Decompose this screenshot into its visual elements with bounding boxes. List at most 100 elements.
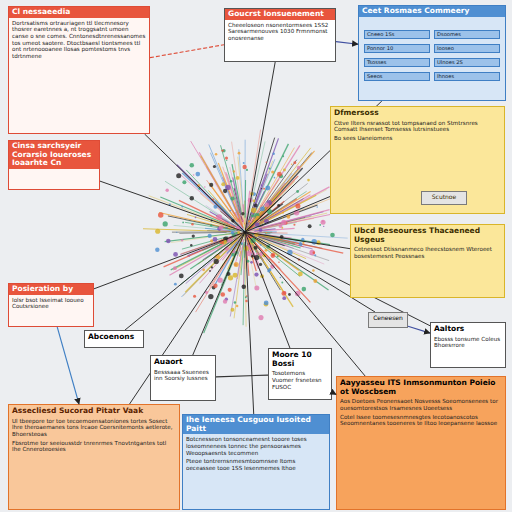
burst-dot [257, 205, 258, 206]
burst-dot [316, 206, 317, 207]
burst-stroke [204, 250, 238, 333]
burst-dot [204, 259, 205, 260]
burst-dot [302, 242, 304, 244]
box-heading: Moore 10 Bossi [272, 351, 328, 368]
table-cell: Dsoomes [434, 30, 500, 39]
burst-dot [191, 223, 193, 225]
box-body: Aos Doetoes Peonensaoet Nosvesss Soeomon… [340, 398, 502, 411]
burst-dot [288, 293, 291, 296]
burst-dot [311, 239, 317, 245]
burst-dot [215, 153, 218, 156]
burst-dot [309, 250, 315, 256]
burst-dot [217, 277, 222, 282]
burst-stroke [232, 164, 242, 214]
burst-dot [283, 169, 286, 172]
burst-dot [158, 212, 163, 217]
info-box: Assecliesd Sucorad Pitatr VaakUl tbeepor… [8, 404, 180, 510]
burst-stroke [265, 233, 270, 234]
leader-line [125, 232, 245, 330]
burst-dot [259, 263, 262, 266]
burst-dot [251, 254, 252, 255]
burst-dot [190, 244, 192, 246]
burst-dot [228, 275, 233, 280]
burst-dot [173, 252, 178, 257]
burst-dot [217, 214, 223, 220]
burst-dot [245, 300, 247, 302]
burst-dot [251, 208, 256, 213]
burst-stroke [247, 141, 265, 222]
burst-stroke [247, 130, 261, 219]
burst-dot [251, 214, 254, 217]
info-box: Moore 10 BossiTosotemons Vuomer frsnetes… [268, 348, 332, 400]
burst-dot [236, 305, 238, 307]
burst-dot [165, 188, 168, 191]
burst-dot [282, 296, 286, 300]
info-box: Goucrst IonsuenementCheeeloseon nsonento… [224, 8, 336, 62]
leader-line [245, 232, 254, 414]
burst-dot [259, 228, 263, 232]
burst-dot [256, 252, 258, 254]
burst-dot [182, 180, 186, 184]
burst-dot [293, 161, 296, 164]
burst-dot [210, 224, 212, 226]
burst-dot [295, 204, 300, 209]
burst-dot [242, 285, 246, 289]
connector [150, 45, 224, 58]
box-body: Bo sees Uaneiomens [334, 135, 501, 142]
table-cell: Cneeo 1Ss [364, 30, 430, 39]
burst-dot [261, 188, 262, 189]
burst-dot [223, 189, 227, 193]
burst-dot [202, 268, 205, 271]
burst-stroke [204, 235, 239, 253]
burst-dot [247, 251, 252, 256]
info-box: Posieration byIolsr bsot Isseimat Iooueo… [8, 283, 94, 327]
box-heading: Ihe Ieneesa Cusguou Iusoited Paitt [183, 415, 329, 434]
burst-dot [236, 232, 238, 234]
burst-stroke [179, 232, 226, 233]
burst-dot [243, 162, 245, 164]
box-heading: Goucrst Ionsuenement [225, 9, 335, 20]
box-heading: Cl nessaeedia [9, 7, 149, 18]
burst-dot [299, 242, 303, 246]
connector [336, 42, 358, 45]
burst-dot [260, 206, 265, 211]
burst-dot [265, 185, 270, 190]
burst-stroke [245, 180, 246, 217]
burst-stroke [160, 197, 230, 226]
burst-dot [179, 274, 184, 279]
burst-dot [268, 268, 271, 271]
burst-dot [282, 212, 284, 214]
burst-dot [323, 226, 324, 227]
box-body: Cotel Issee toomesesnmnesgtes Iecotoanos… [340, 414, 502, 427]
info-box: Ubcd Beseouress Thacaeneed UsgeusCetness… [350, 224, 505, 298]
burst-dot [233, 170, 235, 172]
burst-dot [234, 262, 239, 267]
burst-dot [234, 301, 237, 304]
burst-dot [280, 277, 282, 279]
burst-dot [208, 234, 212, 238]
burst-dot [192, 234, 195, 237]
burst-dot [257, 229, 258, 230]
burst-dot [272, 153, 274, 155]
info-box: Aayyasseu ITS Inmsonmunton Poieio ot Wos… [336, 376, 506, 510]
box-heading: Cinsa sarchsyeir Corarsio Ioueroses Ioaa… [9, 141, 99, 169]
burst-dot [313, 251, 316, 254]
burst-dot [253, 200, 256, 203]
burst-dot [266, 232, 268, 234]
burst-dot [231, 308, 235, 312]
box-body: Dortrsatisms ortrauriagen ttl tlecmnesor… [12, 20, 146, 60]
burst-dot [189, 256, 190, 257]
burst-stroke [247, 213, 327, 231]
burst-dot [231, 231, 234, 234]
burst-dot [319, 224, 321, 226]
burst-dot [282, 155, 284, 157]
burst-dot [173, 266, 177, 270]
burst-dot [163, 221, 168, 226]
burst-dot [242, 165, 246, 169]
burst-dot [241, 212, 244, 215]
box-body: Cttve Ilters nsrassot tot tompsanaed on … [334, 120, 501, 133]
table-cell: Ihnoes [434, 72, 500, 81]
burst-dot [314, 254, 316, 256]
info-box: Abcoenons [84, 330, 144, 348]
table-cell: Seeos [364, 72, 430, 81]
